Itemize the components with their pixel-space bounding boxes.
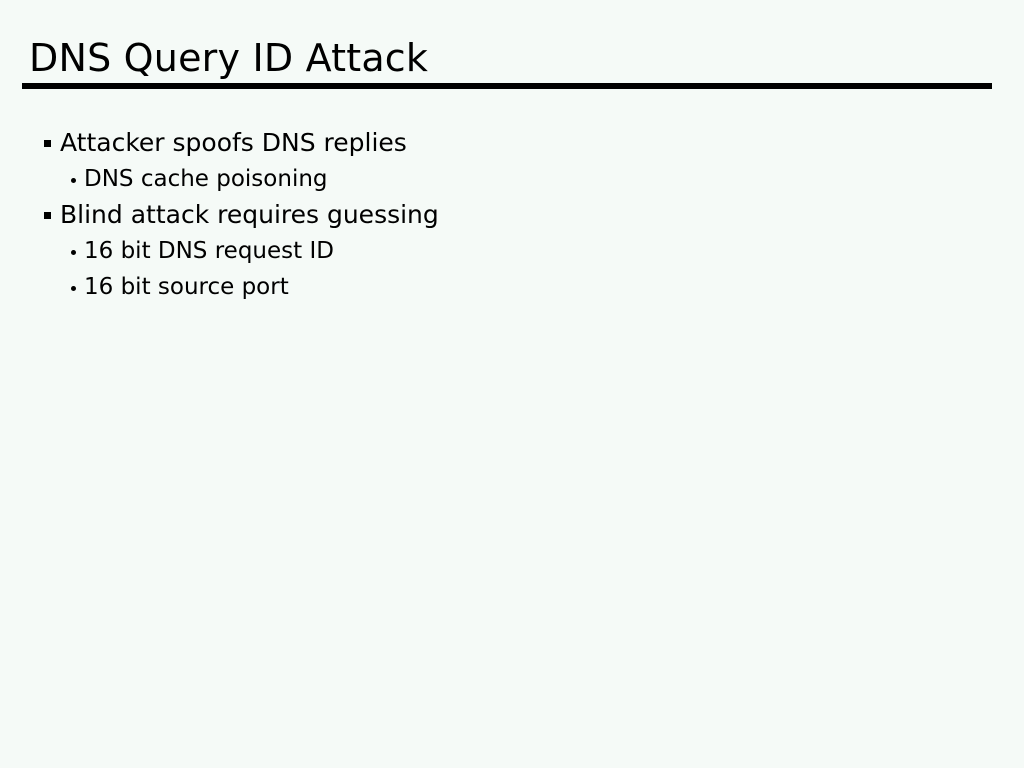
list-item: Attacker spoofs DNS replies bbox=[0, 126, 1024, 162]
title-underline-rule bbox=[22, 83, 992, 89]
page-title: DNS Query ID Attack bbox=[29, 36, 429, 80]
round-bullet-icon bbox=[71, 178, 76, 183]
list-item-label: Attacker spoofs DNS replies bbox=[60, 128, 407, 157]
list-item-label: 16 bit source port bbox=[84, 274, 289, 300]
list-item: 16 bit source port bbox=[0, 270, 1024, 306]
bullet-list: Attacker spoofs DNS replies DNS cache po… bbox=[0, 126, 1024, 306]
square-bullet-icon bbox=[44, 212, 51, 219]
list-item: 16 bit DNS request ID bbox=[0, 234, 1024, 270]
round-bullet-icon bbox=[71, 250, 76, 255]
list-item-label: DNS cache poisoning bbox=[84, 166, 328, 192]
list-item: DNS cache poisoning bbox=[0, 162, 1024, 198]
square-bullet-icon bbox=[44, 140, 51, 147]
list-item: Blind attack requires guessing bbox=[0, 198, 1024, 234]
round-bullet-icon bbox=[71, 286, 76, 291]
list-item-label: Blind attack requires guessing bbox=[60, 200, 439, 229]
list-item-label: 16 bit DNS request ID bbox=[84, 238, 334, 264]
